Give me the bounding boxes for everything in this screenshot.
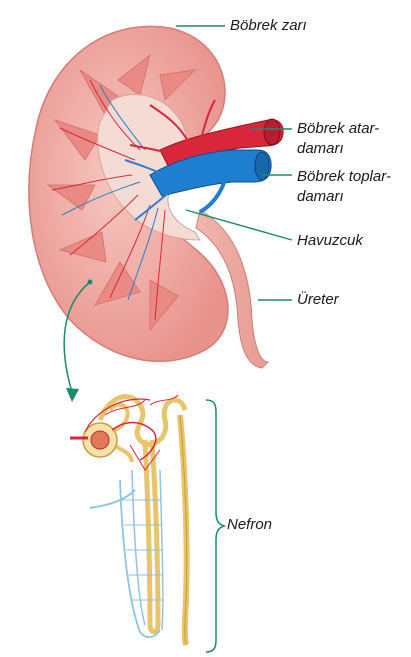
nephron-bracket <box>206 400 224 652</box>
label-renal-artery-cont: damarı <box>297 140 344 158</box>
label-nephron: Nefron <box>227 516 272 534</box>
nephron-structure <box>70 395 187 645</box>
label-renal-artery: Böbrek atar- <box>297 120 379 138</box>
label-capsule: Böbrek zarı <box>230 17 307 35</box>
label-ureter: Üreter <box>297 291 339 309</box>
label-pelvis: Havuzcuk <box>297 232 363 250</box>
label-renal-vein-cont: damarı <box>297 188 344 206</box>
label-renal-vein: Böbrek toplar- <box>297 168 391 186</box>
